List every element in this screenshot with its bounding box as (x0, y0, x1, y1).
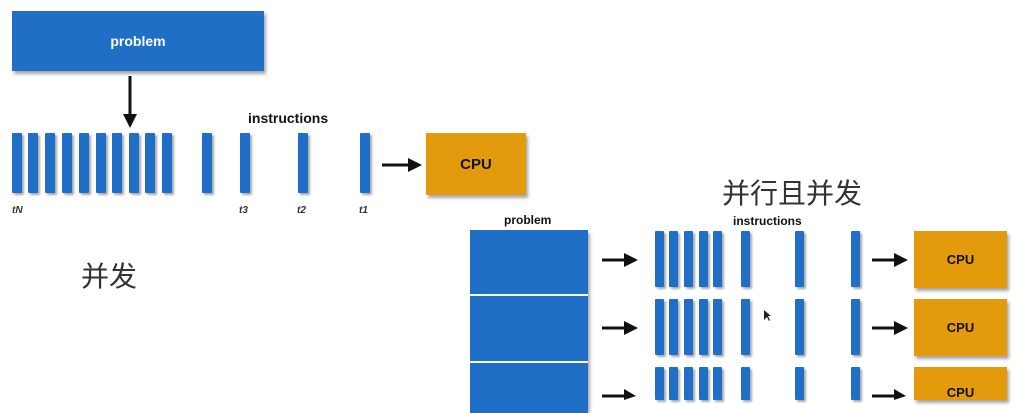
instruction-bar (713, 367, 722, 400)
instruction-bar (684, 299, 693, 355)
cpu-box: CPU (914, 231, 1007, 288)
time-label-t3: t3 (239, 205, 248, 216)
time-label-tN: tN (12, 205, 23, 216)
time-label-t1: t1 (359, 205, 368, 216)
instruction-bar (79, 133, 89, 193)
right-arrow (602, 389, 636, 400)
instruction-bar (699, 299, 708, 355)
right-arrow (872, 321, 908, 335)
instruction-bar (684, 367, 693, 400)
down-arrow (123, 76, 137, 128)
instruction-bar (699, 231, 708, 287)
cpu-box: CPU (426, 133, 526, 195)
problem-stack (470, 230, 588, 413)
instructions-label: instructions (733, 214, 802, 228)
instruction-bar (851, 299, 860, 355)
problem-part (470, 363, 588, 413)
instruction-bar (62, 133, 72, 193)
instruction-bar (129, 133, 139, 193)
instruction-bar (851, 367, 860, 400)
instruction-bar (699, 367, 708, 400)
instruction-bar (655, 367, 664, 400)
instruction-bar (112, 133, 122, 193)
right-arrow (382, 158, 422, 172)
instruction-bar (360, 133, 370, 193)
cpu-box: CPU (914, 367, 1007, 400)
instruction-bar (162, 133, 172, 193)
instruction-bar (795, 367, 804, 400)
right-arrow (872, 389, 906, 400)
instruction-bar (684, 231, 693, 287)
instruction-bar (240, 133, 250, 193)
instruction-bar (202, 133, 212, 193)
right-arrow (872, 253, 908, 267)
mouse-cursor-icon (764, 310, 771, 321)
problem-part (470, 296, 588, 361)
instruction-bar (741, 299, 750, 355)
instruction-bar (741, 367, 750, 400)
instruction-bar (45, 133, 55, 193)
instruction-bar (669, 231, 678, 287)
problem-label: problem (504, 213, 552, 227)
instruction-bar (741, 231, 750, 287)
instruction-bar (96, 133, 106, 193)
instruction-bar (12, 133, 22, 193)
instruction-bar (795, 231, 804, 287)
instruction-bar (145, 133, 155, 193)
problem-box: problem (12, 11, 264, 71)
instruction-bar (795, 299, 804, 355)
instructions-label: instructions (248, 110, 329, 126)
right-arrow (602, 321, 638, 335)
instruction-bar (655, 231, 664, 287)
instruction-bar (851, 231, 860, 287)
right-arrow (602, 253, 638, 267)
parallel-concurrent-caption: 并行且并发 (722, 177, 863, 210)
instruction-bar (669, 299, 678, 355)
instruction-bar (655, 299, 664, 355)
instruction-bar (28, 133, 38, 193)
instruction-bar (298, 133, 308, 193)
cpu-box: CPU (914, 299, 1007, 356)
concurrent-caption: 并发 (81, 260, 138, 293)
time-label-t2: t2 (297, 205, 306, 216)
problem-part (470, 230, 588, 294)
instruction-bar (713, 231, 722, 287)
instruction-bar (669, 367, 678, 400)
instruction-bar (713, 299, 722, 355)
